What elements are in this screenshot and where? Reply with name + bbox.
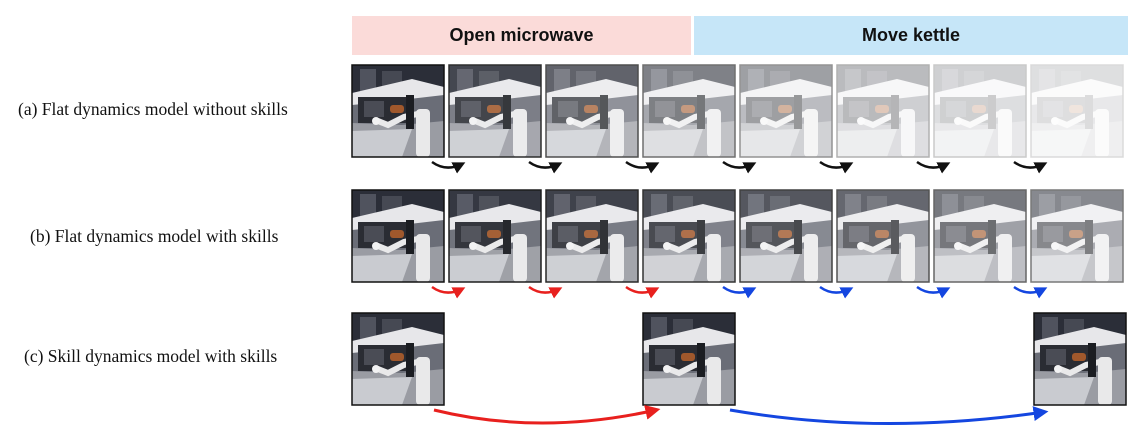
frame-a-4 (643, 65, 735, 157)
frame-a-6 (837, 65, 929, 157)
curved-arrow-icon (916, 285, 951, 299)
frame-b-7 (934, 190, 1026, 282)
row-c-frames (352, 313, 1126, 405)
frame-b-2 (449, 190, 541, 282)
frame-c-2 (643, 313, 735, 405)
frame-b-5 (740, 190, 832, 282)
row-a-frames (352, 65, 1123, 157)
row-label-b: (b) Flat dynamics model with skills (30, 226, 279, 246)
curved-arrow-icon (722, 285, 757, 299)
frame-b-1 (352, 190, 444, 282)
frame-c-3 (1034, 313, 1126, 405)
frame-a-7 (934, 65, 1026, 157)
row-a-arrows (431, 160, 1048, 174)
frame-a-1 (352, 65, 444, 157)
frame-b-8 (1031, 190, 1123, 282)
frame-a-8 (1031, 65, 1123, 157)
open-microwave-banner: Open microwave (352, 16, 691, 55)
curved-arrow-icon (431, 285, 466, 299)
frame-a-3 (546, 65, 638, 157)
frame-c-1 (352, 313, 444, 405)
curved-arrow-icon (819, 285, 854, 299)
curved-arrow-icon (625, 160, 660, 174)
curved-arrow-icon (528, 160, 563, 174)
curved-arrow-icon (1013, 285, 1048, 299)
curved-arrow-icon (625, 285, 660, 299)
curved-arrow-icon (819, 160, 854, 174)
row-label-a: (a) Flat dynamics model without skills (18, 99, 288, 119)
frame-a-5 (740, 65, 832, 157)
frame-a-2 (449, 65, 541, 157)
curved-arrow-icon (528, 285, 563, 299)
curved-arrow-icon (729, 406, 1049, 425)
row-b-frames (352, 190, 1123, 282)
move-kettle-banner: Move kettle (694, 16, 1128, 55)
curved-arrow-icon (433, 404, 661, 425)
curved-arrow-icon (722, 160, 757, 174)
curved-arrow-icon (916, 160, 951, 174)
curved-arrow-icon (431, 160, 466, 174)
frame-b-3 (546, 190, 638, 282)
curved-arrow-icon (1013, 160, 1048, 174)
frame-b-4 (643, 190, 735, 282)
row-c-arrows (433, 404, 1049, 425)
frame-b-6 (837, 190, 929, 282)
row-b-arrows (431, 285, 1048, 299)
row-label-c: (c) Skill dynamics model with skills (24, 346, 278, 366)
